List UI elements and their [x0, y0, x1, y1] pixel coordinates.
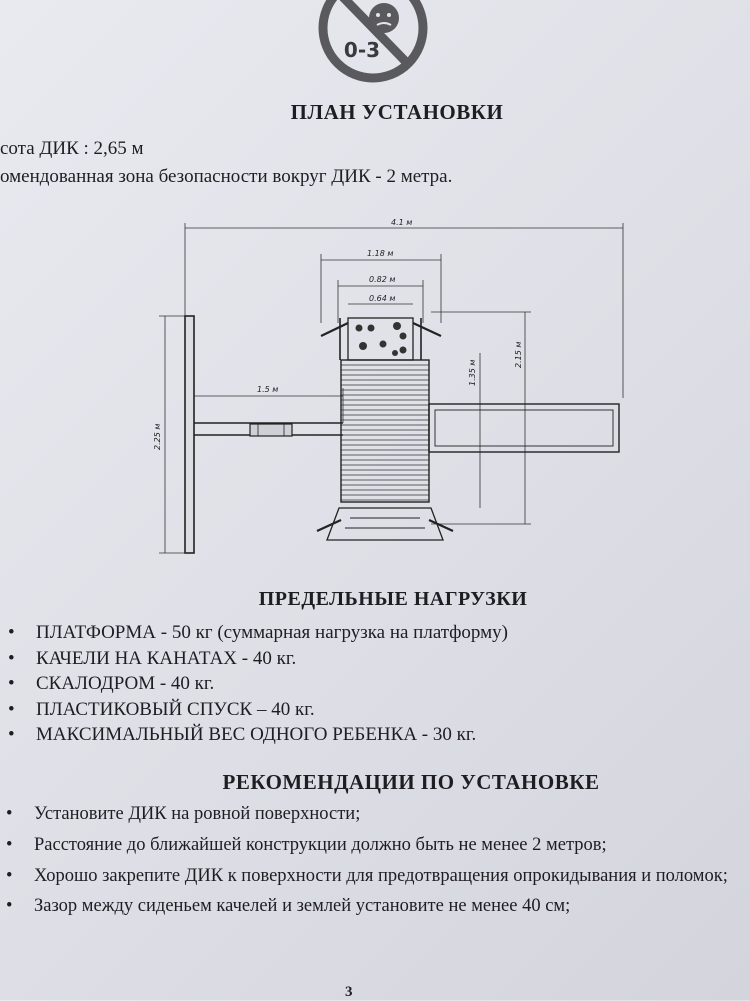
dim-platform-mid: 0.82 м: [369, 275, 395, 284]
age-label: 0-3: [344, 38, 380, 62]
dim-swing-width: 2.25 м: [153, 424, 162, 450]
load-item: МАКСИМАЛЬНЫЙ ВЕС ОДНОГО РЕБЕНКА - 30 кг.: [6, 722, 508, 748]
dim-platform-inner: 0.64 м: [369, 294, 395, 303]
loads-title: ПРЕДЕЛЬНЫЕ НАГРУЗКИ: [258, 588, 528, 610]
dim-swing-length: 1.5 м: [257, 385, 278, 394]
installation-plan-drawing: 4.1 м 1.18 м 0.82 м 0.64 м 1.5 м 1.35 м …: [145, 208, 640, 568]
load-item: СКАЛОДРОМ - 40 кг.: [6, 671, 508, 697]
age-warning-icon: 0-3: [312, 0, 434, 86]
dim-platform-outer: 1.18 м: [367, 249, 393, 258]
dim-platform-height: 1.35 м: [468, 360, 477, 386]
load-item: ПЛАСТИКОВЫЙ СПУСК – 40 кг.: [6, 697, 508, 723]
recommendations-title: РЕКОМЕНДАЦИИ ПО УСТАНОВКЕ: [222, 770, 600, 794]
load-item: ПЛАТФОРМА - 50 кг (суммарная нагрузка на…: [6, 620, 508, 646]
safety-zone-line: омендованная зона безопасности вокруг ДИ…: [0, 166, 453, 187]
height-line: сота ДИК : 2,65 м: [0, 138, 144, 159]
recommendation-item: Установите ДИК на ровной поверхности;: [4, 802, 739, 827]
dim-total-width: 4.1 м: [391, 218, 412, 227]
recommendation-item: Хорошо закрепите ДИК к поверхности для п…: [4, 864, 739, 888]
plan-title: ПЛАН УСТАНОВКИ: [290, 100, 504, 124]
load-item: КАЧЕЛИ НА КАНАТАХ - 40 кг.: [6, 646, 508, 672]
dim-overall-height: 2.15 м: [514, 342, 523, 368]
recommendation-item: Зазор между сиденьем качелей и землей ус…: [4, 894, 739, 919]
page-number: 3: [345, 984, 353, 1000]
loads-list: ПЛАТФОРМА - 50 кг (суммарная нагрузка на…: [6, 620, 508, 748]
recommendation-item: Расстояние до ближайшей конструкции долж…: [4, 833, 739, 858]
recommendations-list: Установите ДИК на ровной поверхности; Ра…: [4, 802, 739, 925]
